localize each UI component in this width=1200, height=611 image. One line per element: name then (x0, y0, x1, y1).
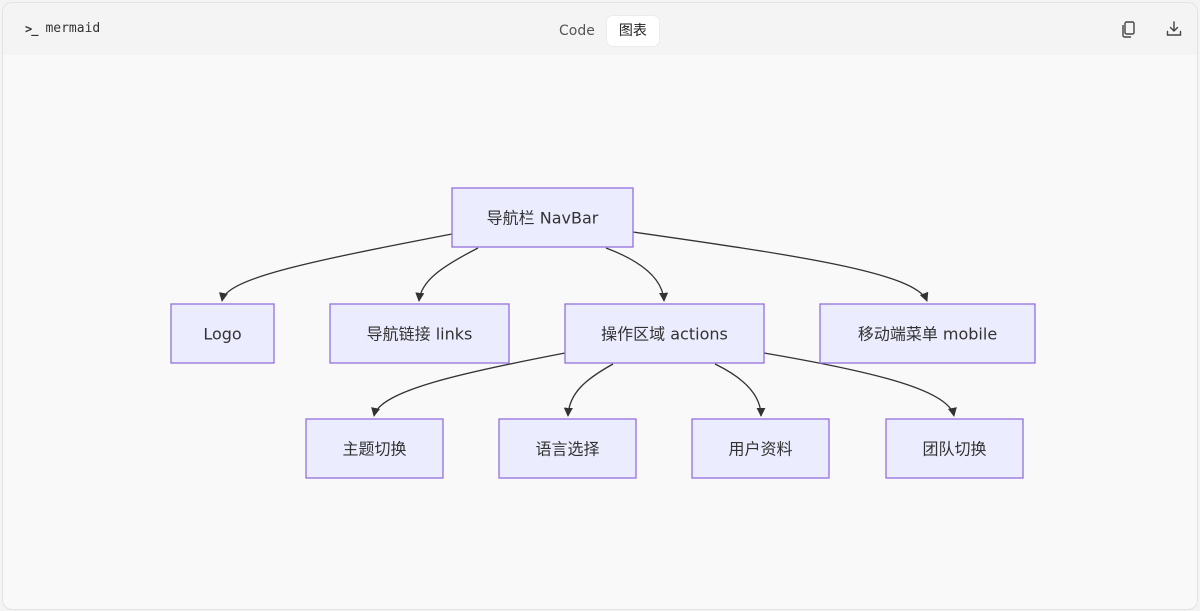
edge-actions-to-profile (714, 363, 766, 417)
node-team-box (885, 418, 1024, 479)
node-lang: 语言选择 (498, 418, 637, 479)
node-lang-box (498, 418, 637, 479)
node-logo-box (170, 303, 275, 364)
edge-navbar-to-logo (219, 233, 453, 302)
download-icon[interactable] (1164, 19, 1184, 39)
code-block-toolbar: >_ mermaid Code 图表 (3, 3, 1197, 55)
node-actions-box (564, 303, 765, 364)
node-mobile-label: 移动端菜单 mobile (858, 325, 997, 344)
node-actions: 操作区域 actions (564, 303, 765, 364)
edge-actions-to-team (763, 352, 957, 417)
node-navbar: 导航栏 NavBar (451, 187, 634, 248)
edge-navbar-to-links (415, 247, 479, 302)
language-name: mermaid (45, 21, 101, 36)
node-mobile: 移动端菜单 mobile (819, 303, 1036, 364)
terminal-prompt-icon: >_ (25, 21, 38, 36)
node-mobile-box (819, 303, 1036, 364)
node-theme-label: 主题切换 (342, 440, 406, 459)
node-links-box (329, 303, 510, 364)
tab-diagram[interactable]: 图表 (606, 16, 659, 46)
node-team: 团队切换 (885, 418, 1024, 479)
node-navbar-box (451, 187, 634, 248)
node-theme: 主题切换 (305, 418, 444, 479)
edge-actions-to-theme (371, 352, 566, 417)
view-tabs: Code 图表 (547, 15, 659, 47)
tab-code[interactable]: Code (559, 23, 595, 39)
copy-icon[interactable] (1119, 19, 1139, 39)
node-logo-label: Logo (203, 325, 241, 344)
node-actions-label: 操作区域 actions (601, 325, 728, 344)
node-links: 导航链接 links (329, 303, 510, 364)
edge-navbar-to-actions (605, 247, 669, 302)
node-profile-label: 用户资料 (728, 440, 792, 459)
node-profile: 用户资料 (691, 418, 830, 479)
node-logo: Logo (170, 303, 275, 364)
edge-actions-to-lang (563, 363, 614, 417)
edge-navbar-to-mobile (632, 231, 929, 302)
language-label: >_ mermaid (25, 21, 100, 36)
node-profile-box (691, 418, 830, 479)
node-links-label: 导航链接 links (367, 325, 473, 344)
node-lang-label: 语言选择 (535, 440, 599, 459)
node-team-label: 团队切换 (922, 440, 986, 459)
node-navbar-label: 导航栏 NavBar (487, 209, 599, 228)
node-theme-box (305, 418, 444, 479)
